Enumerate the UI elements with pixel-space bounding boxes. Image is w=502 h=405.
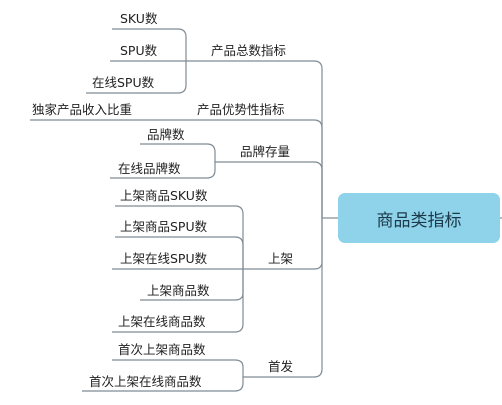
branch-connector-3	[230, 161, 323, 218]
leaf-shelf-sku-count[interactable]: 上架商品SKU数	[120, 188, 208, 203]
branch-connector-5	[262, 218, 323, 378]
leaf-online-spu-count[interactable]: 在线SPU数	[92, 75, 155, 90]
leaf-sku-count[interactable]: SKU数	[120, 11, 158, 26]
leaf-first-shelf-goods-count[interactable]: 首次上架商品数	[118, 342, 206, 357]
branch-connector-1	[200, 60, 323, 218]
child-connector-brand	[140, 143, 230, 163]
leaf-shelf-online-spu-count[interactable]: 上架在线SPU数	[120, 251, 208, 266]
leaf-first-shelf-online-goods-count[interactable]: 首次上架在线商品数	[89, 374, 202, 389]
leaf-brand-count[interactable]: 品牌数	[147, 127, 185, 142]
leaf-shelf-goods-count[interactable]: 上架商品数	[147, 283, 210, 298]
child-connector-sku	[112, 28, 200, 62]
leaf-shelf-online-goods-count[interactable]: 上架在线商品数	[118, 314, 206, 329]
leaf-online-brand-count[interactable]: 在线品牌数	[118, 161, 181, 176]
branch-label-shelf[interactable]: 上架	[268, 251, 294, 266]
branch-label-first-launch[interactable]: 首发	[268, 359, 294, 374]
branch-label-brand-stock[interactable]: 品牌存量	[240, 144, 291, 159]
child-connector-first-shelf-online	[82, 377, 244, 392]
leaf-shelf-spu-count[interactable]: 上架商品SPU数	[120, 219, 208, 234]
child-connector-shelf-sku	[115, 205, 262, 270]
leaf-exclusive-revenue-share[interactable]: 独家产品收入比重	[32, 102, 133, 117]
leaf-spu-count[interactable]: SPU数	[120, 43, 158, 58]
branch-connector-2	[30, 119, 323, 218]
child-connector-online-brand	[110, 162, 216, 179]
central-node-label: 商品类指标	[376, 210, 462, 231]
child-connector-online-spu	[86, 61, 187, 94]
central-node[interactable]: 商品类指标	[338, 193, 500, 243]
branch-label-product-total[interactable]: 产品总数指标	[211, 43, 287, 58]
child-connector-shelf-spu	[115, 236, 244, 269]
child-connector-first-shelf	[112, 359, 262, 378]
child-connector-shelf-online-goods	[112, 269, 244, 333]
branch-label-product-advantage[interactable]: 产品优势性指标	[197, 102, 285, 117]
